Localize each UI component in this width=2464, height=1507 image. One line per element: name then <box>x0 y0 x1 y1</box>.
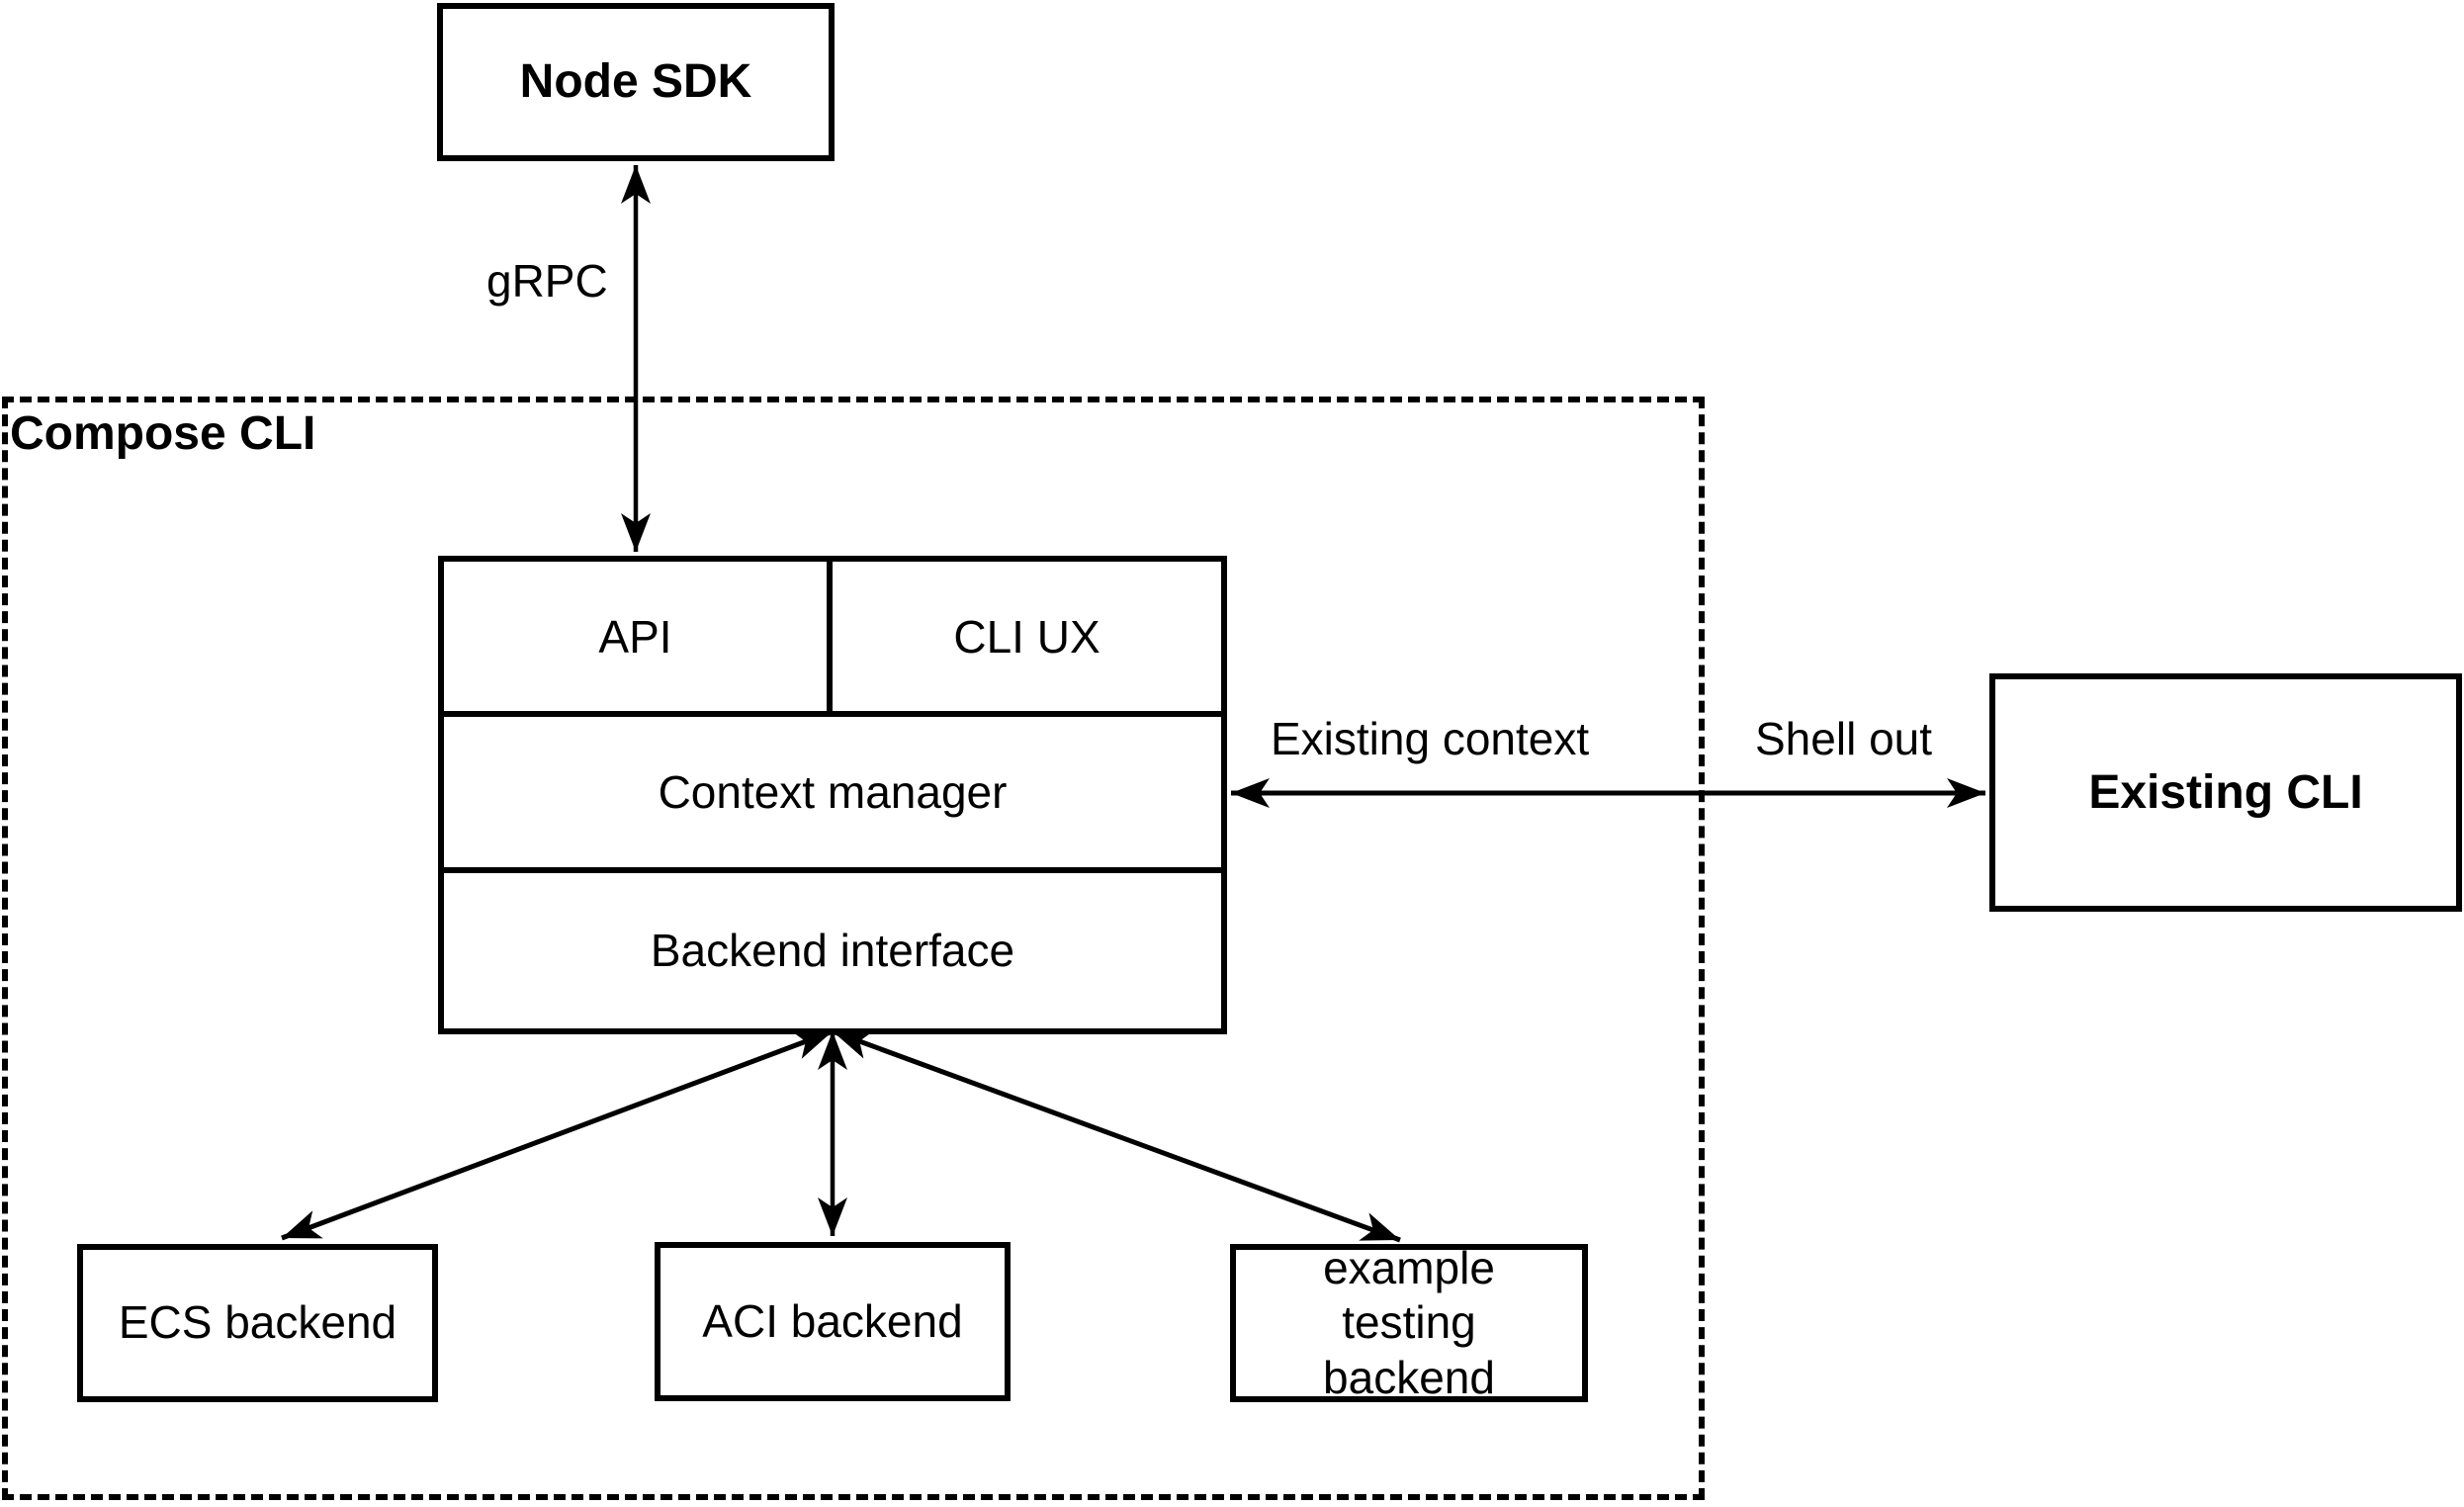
ecs-backend-label: ECS backend <box>118 1296 397 1349</box>
cli-ux-label: CLI UX <box>953 610 1100 663</box>
ecs-backend-box: ECS backend <box>77 1244 438 1402</box>
aci-backend-label: ACI backend <box>702 1294 963 1347</box>
backend-interface-label: Backend interface <box>650 925 1015 977</box>
node-sdk-label: Node SDK <box>519 55 752 109</box>
api-cell: API <box>444 562 833 718</box>
compose-cli-container <box>2 397 1705 1500</box>
aci-backend-box: ACI backend <box>655 1242 1011 1401</box>
grpc-edge-label: gRPC <box>486 255 608 307</box>
shell-out-edge-label: Shell out <box>1755 713 1933 764</box>
node-sdk-box: Node SDK <box>437 3 835 161</box>
context-manager-label: Context manager <box>658 765 1008 818</box>
compose-cli-container-label: Compose CLI <box>10 407 316 460</box>
cli-ux-cell: CLI UX <box>833 562 1221 718</box>
existing-cli-box: Existing CLI <box>1989 673 2462 912</box>
existing-context-edge-label: Existing context <box>1271 713 1590 764</box>
api-label: API <box>598 610 672 663</box>
context-manager-cell: Context manager <box>444 717 1221 873</box>
compose-cli-core-box: API CLI UX Context manager Backend inter… <box>438 556 1227 1034</box>
backend-interface-cell: Backend interface <box>444 873 1221 1028</box>
existing-cli-label: Existing CLI <box>2088 765 2363 819</box>
example-testing-backend-label: example testing backend <box>1323 1242 1495 1403</box>
example-testing-backend-box: example testing backend <box>1230 1242 1588 1403</box>
